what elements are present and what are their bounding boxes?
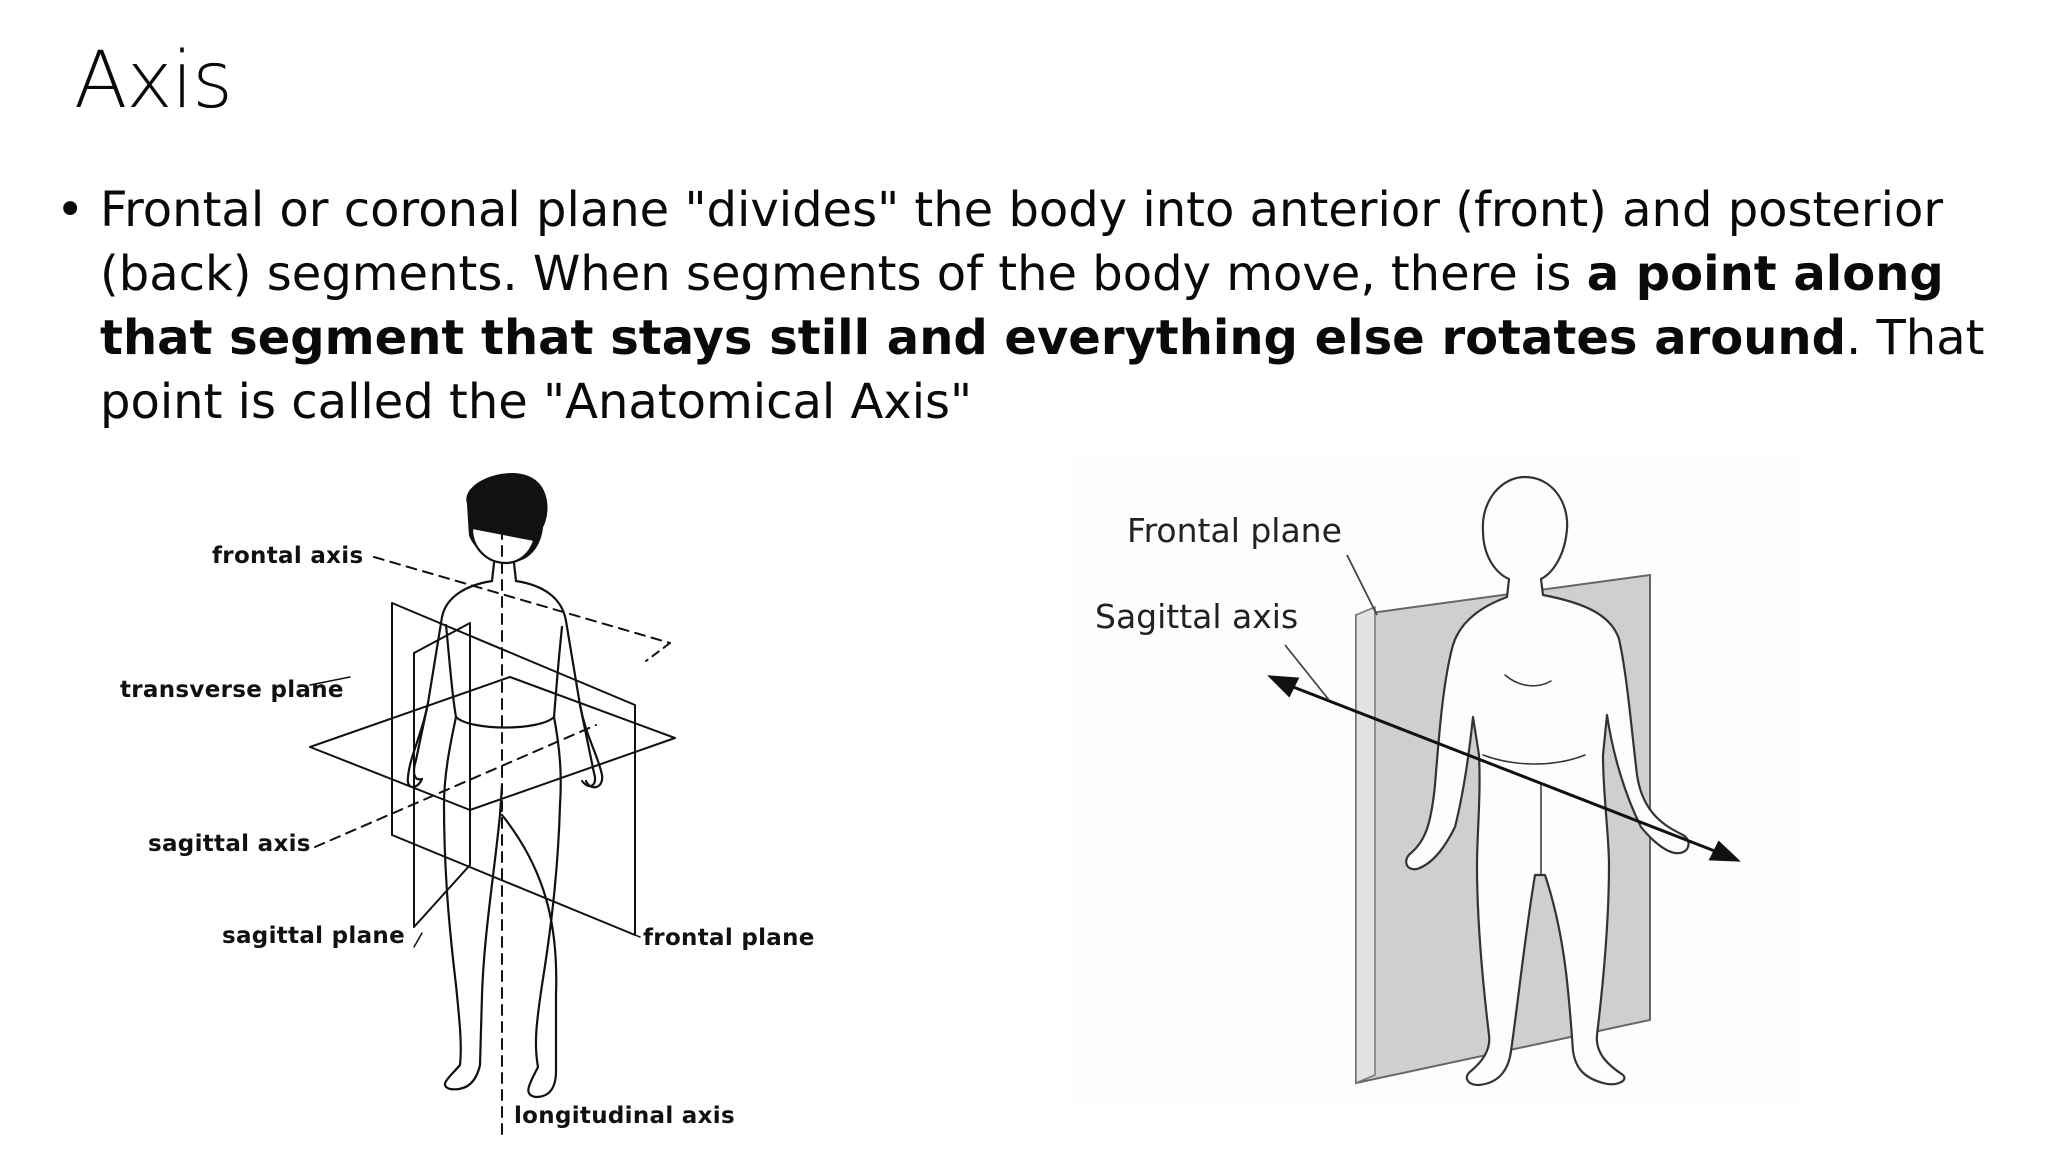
sagittal-plane-shape <box>413 622 471 928</box>
bullet-text-part-2: . That point is called the "Anatomical A… <box>100 310 1985 430</box>
label-frontal-plane-right: Frontal plane <box>1127 511 1342 550</box>
frontal-plane-diagram: Frontal plane Sagittal axis <box>1075 455 1800 1105</box>
transverse-plane-shape <box>309 676 676 811</box>
bullet-paragraph: • Frontal or coronal plane "divides" the… <box>56 178 2006 434</box>
body-outline <box>1405 475 1690 1087</box>
bullet-marker: • <box>56 182 85 238</box>
frontal-plane-illustration <box>1267 475 1741 1087</box>
sagittal-axis-line <box>314 724 597 848</box>
bullet-text-bold: a point along that segment that stays st… <box>100 246 1944 366</box>
planes-axes-diagram: frontal axis transverse plane sagittal a… <box>110 455 850 1152</box>
sagittal-axis-arrow <box>1282 681 1726 857</box>
label-longitudinal-axis: longitudinal axis <box>514 1103 735 1129</box>
slide-title: Axis <box>74 36 233 126</box>
bullet-text-part-1: Frontal or coronal plane "divides" the b… <box>100 182 1944 302</box>
label-sagittal-axis-right: Sagittal axis <box>1095 597 1299 636</box>
label-sagittal-plane: sagittal plane <box>222 923 406 949</box>
label-sagittal-axis: sagittal axis <box>148 831 311 857</box>
label-transverse-plane: transverse plane <box>120 677 344 703</box>
bullet-text: Frontal or coronal plane "divides" the b… <box>100 178 2006 434</box>
label-frontal-plane: frontal plane <box>643 925 815 951</box>
label-frontal-axis: frontal axis <box>212 543 364 569</box>
frontal-plane-shape <box>391 602 636 936</box>
planes-axes-illustration <box>309 473 676 1136</box>
frontal-axis-line <box>373 556 671 644</box>
torso-outline <box>412 579 597 788</box>
